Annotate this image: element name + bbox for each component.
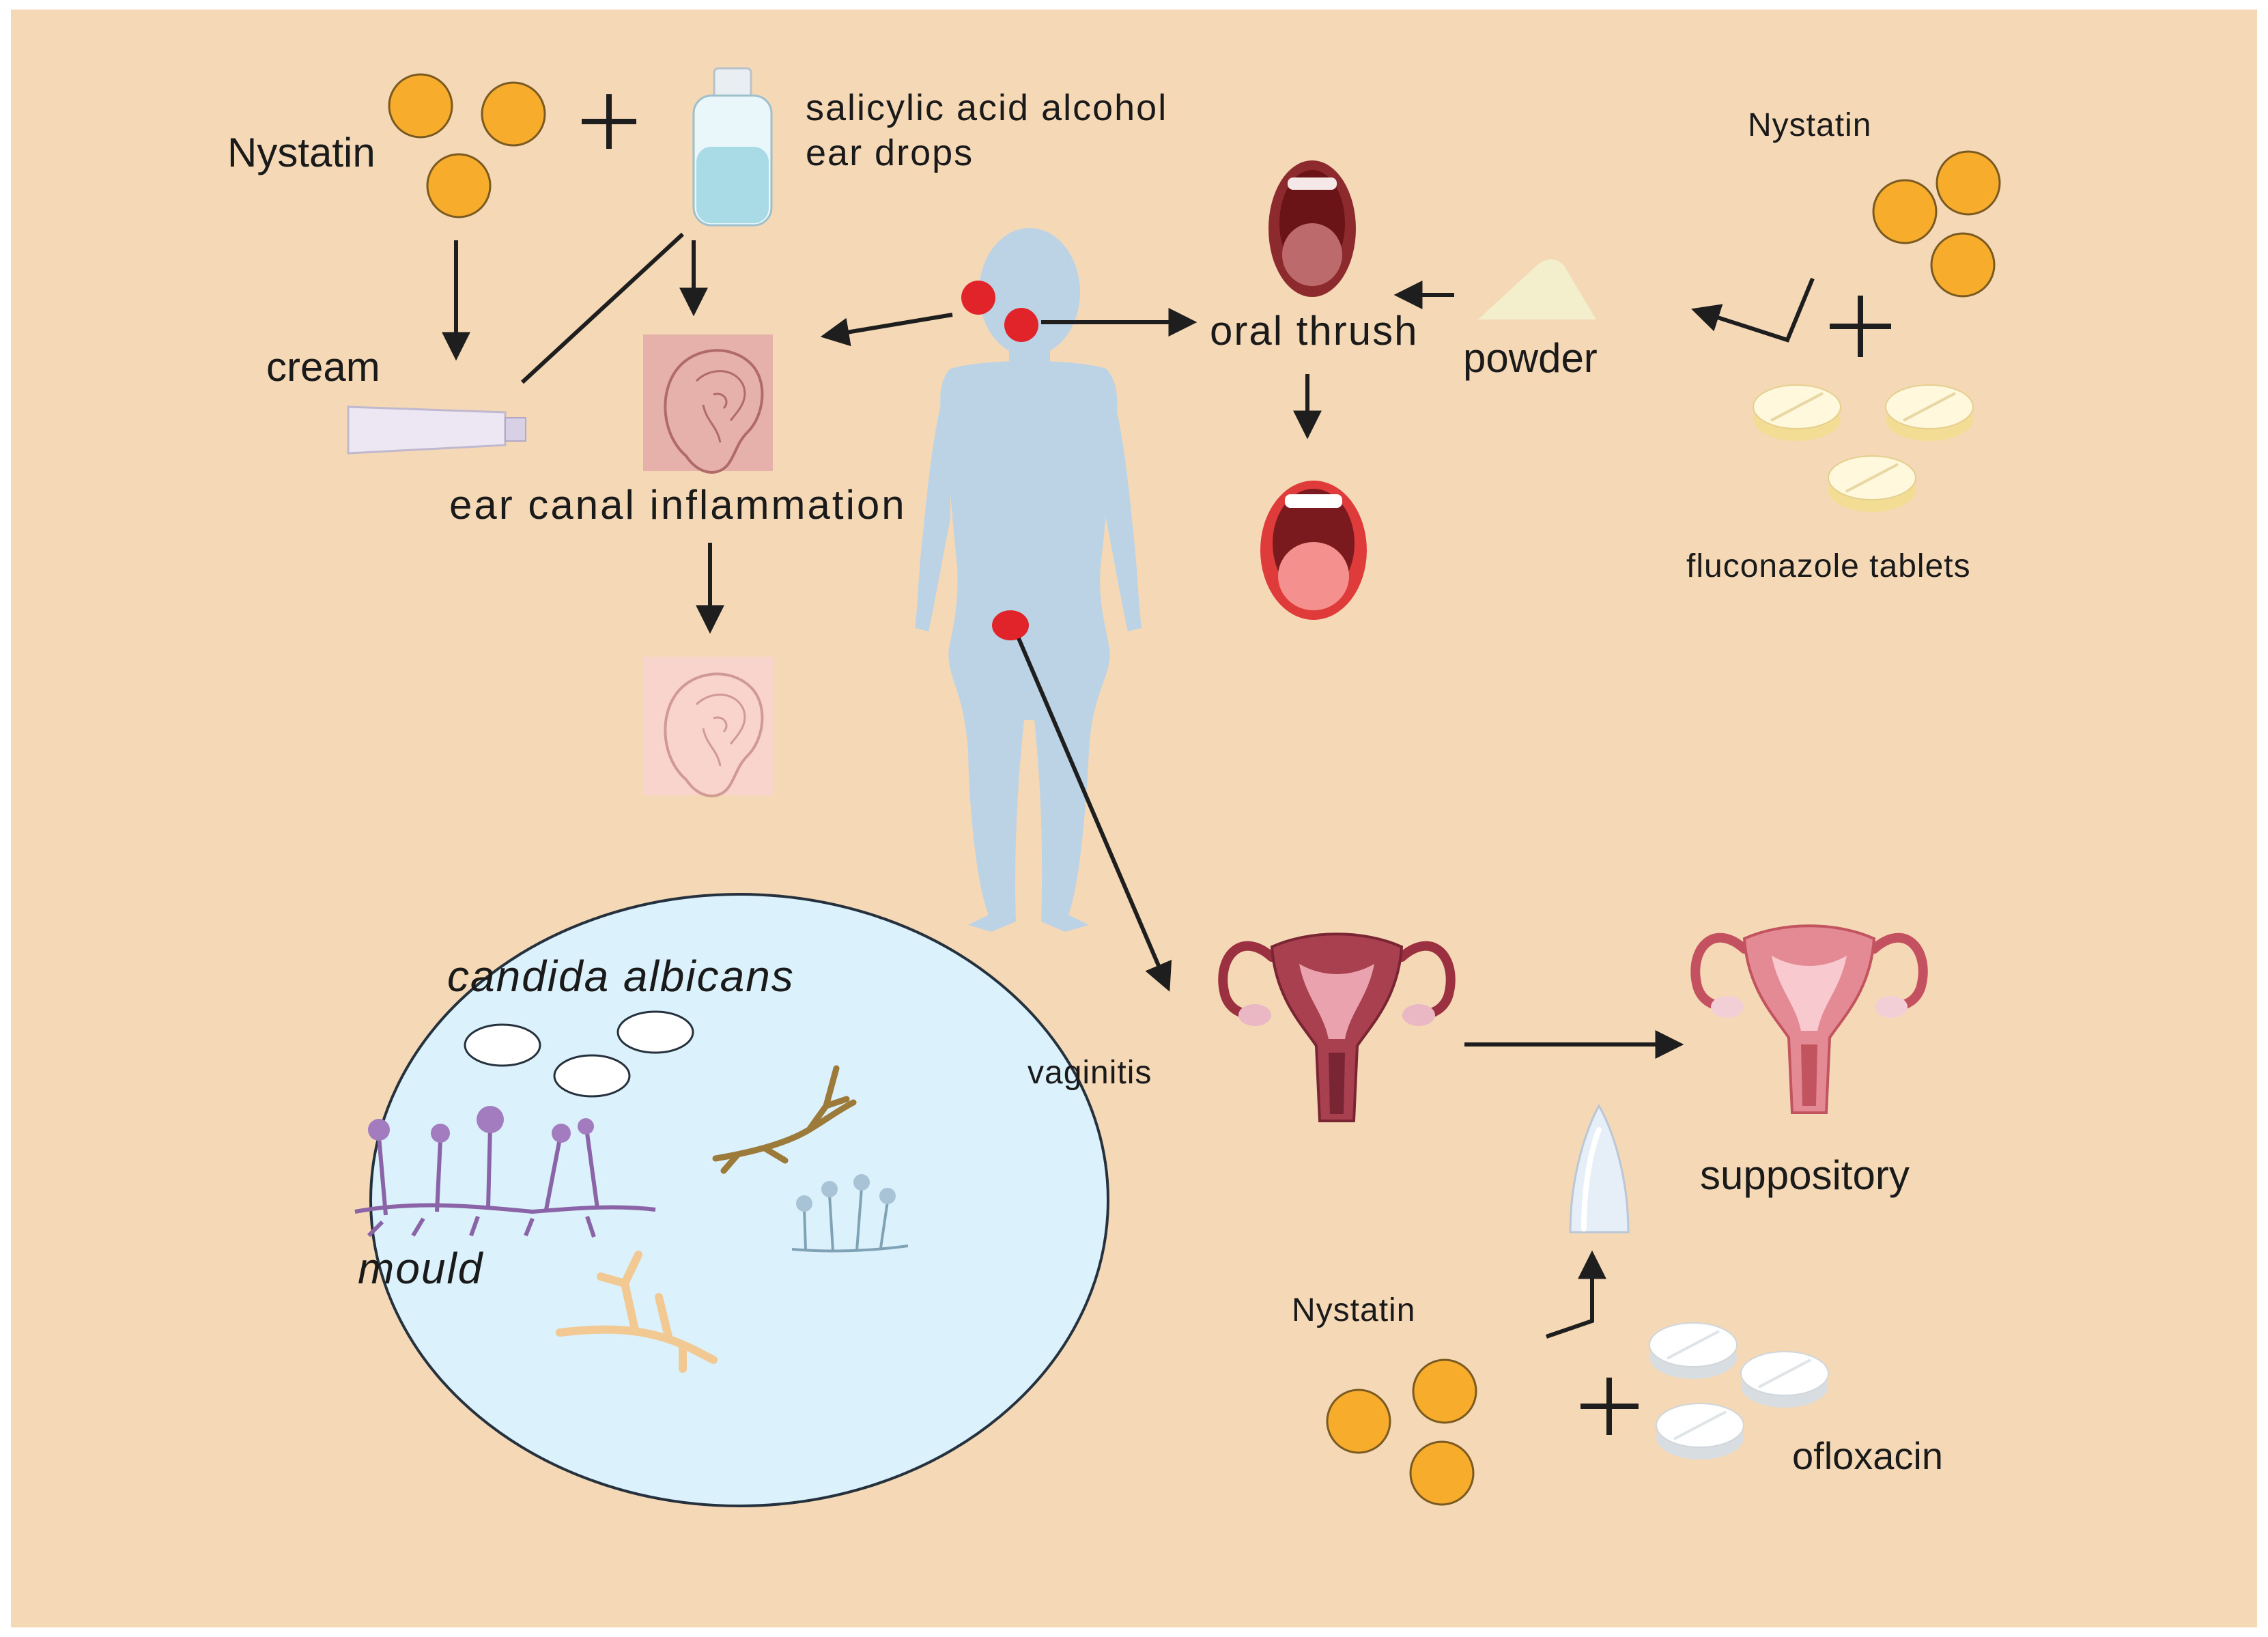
ofloxacin-label: ofloxacin bbox=[1792, 1434, 1944, 1477]
oral-thrush-label: oral thrush bbox=[1210, 308, 1419, 354]
mould-label: mould bbox=[358, 1244, 484, 1293]
mould-purple-heads bbox=[368, 1106, 594, 1143]
infection-dot-mouth bbox=[1004, 308, 1038, 342]
arrow-to-suppository bbox=[1546, 1250, 1606, 1339]
plus-sign-top-left bbox=[582, 94, 636, 149]
cream-tube-icon bbox=[347, 405, 526, 455]
arrow-body-to-ear bbox=[820, 313, 953, 347]
plus-sign-top-right bbox=[1830, 296, 1891, 357]
arrow-body-to-vagina bbox=[1017, 637, 1172, 992]
background-panel bbox=[11, 10, 2257, 1627]
vaginitis-label: vaginitis bbox=[1027, 1055, 1152, 1091]
mould-tan-icon bbox=[556, 1251, 718, 1373]
mould-purple-icon bbox=[354, 1126, 656, 1238]
suppository-label: suppository bbox=[1700, 1152, 1910, 1198]
inflamed-ear-icon bbox=[643, 334, 773, 474]
candida-label: candida albicans bbox=[447, 952, 795, 1001]
plus-sign-bottom bbox=[1580, 1378, 1639, 1435]
salicylic-drops-label: salicylic acid alcohol ear drops bbox=[806, 86, 1215, 176]
infected-mouth-icon bbox=[1268, 160, 1356, 297]
candida-cells bbox=[464, 1010, 694, 1098]
arrow-fluconazole-to-powder bbox=[1691, 277, 1815, 343]
powder-label: powder bbox=[1463, 335, 1598, 381]
infection-dot-ear bbox=[961, 281, 995, 315]
healthy-uterus-icon bbox=[1690, 924, 1928, 1114]
ear-canal-label: ear canal inflammation bbox=[449, 482, 907, 528]
mould-brown-icon bbox=[712, 1065, 857, 1174]
powder-icon bbox=[1478, 259, 1596, 319]
fluconazole-label: fluconazole tablets bbox=[1686, 548, 1971, 584]
salicylic-line-1: salicylic acid alcohol bbox=[806, 87, 1168, 128]
mould-blue-heads bbox=[796, 1174, 896, 1212]
healthy-mouth-icon bbox=[1260, 481, 1367, 620]
ear-drops-bottle-icon bbox=[692, 67, 773, 227]
healed-ear-icon bbox=[643, 657, 773, 797]
salicylic-line-2: ear drops bbox=[806, 132, 974, 173]
nystatin-label-bottom: Nystatin bbox=[1292, 1292, 1416, 1328]
cream-label: cream bbox=[266, 344, 380, 390]
suppository-icon bbox=[1569, 1104, 1630, 1234]
microbe-culture-circle bbox=[369, 893, 1109, 1507]
mould-blue-icon bbox=[791, 1187, 909, 1253]
line-cream-to-drops bbox=[520, 232, 685, 384]
infection-dot-vagina bbox=[992, 610, 1029, 640]
nystatin-label-left: Nystatin bbox=[227, 130, 375, 175]
nystatin-label-right: Nystatin bbox=[1748, 107, 1872, 143]
